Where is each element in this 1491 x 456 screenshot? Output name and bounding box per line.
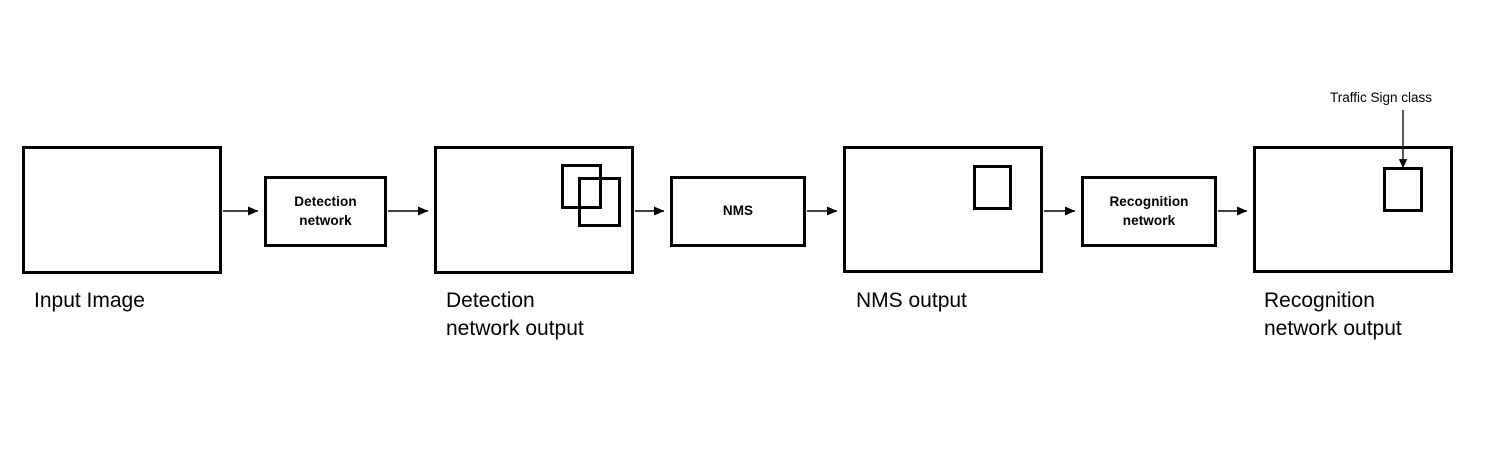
nms-bbox-1 bbox=[973, 165, 1012, 210]
nms-output-frame bbox=[843, 146, 1043, 273]
process-nms-label: NMS bbox=[722, 203, 754, 219]
process-recognition-network[interactable]: Recognition network bbox=[1081, 176, 1217, 247]
process-nms[interactable]: NMS bbox=[670, 176, 806, 247]
detection-bbox-2 bbox=[578, 177, 621, 227]
input-image-caption: Input Image bbox=[34, 289, 145, 312]
process-detection-network-label: Detection network bbox=[294, 194, 357, 228]
detection-output-frame bbox=[434, 146, 634, 274]
detection-bbox-1 bbox=[561, 164, 602, 209]
process-recognition-network-label: Recognition network bbox=[1109, 194, 1189, 228]
recognition-bbox-1 bbox=[1383, 167, 1423, 212]
process-detection-network[interactable]: Detection network bbox=[264, 176, 387, 247]
recognition-output-frame bbox=[1253, 146, 1453, 273]
detection-output-caption: Detection network output bbox=[446, 289, 584, 341]
traffic-sign-class-annotation-label: Traffic Sign class bbox=[1330, 90, 1433, 105]
input-image-frame bbox=[22, 146, 222, 274]
nms-output-caption: NMS output bbox=[856, 289, 967, 312]
recognition-output-caption: Recognition network output bbox=[1264, 289, 1402, 341]
